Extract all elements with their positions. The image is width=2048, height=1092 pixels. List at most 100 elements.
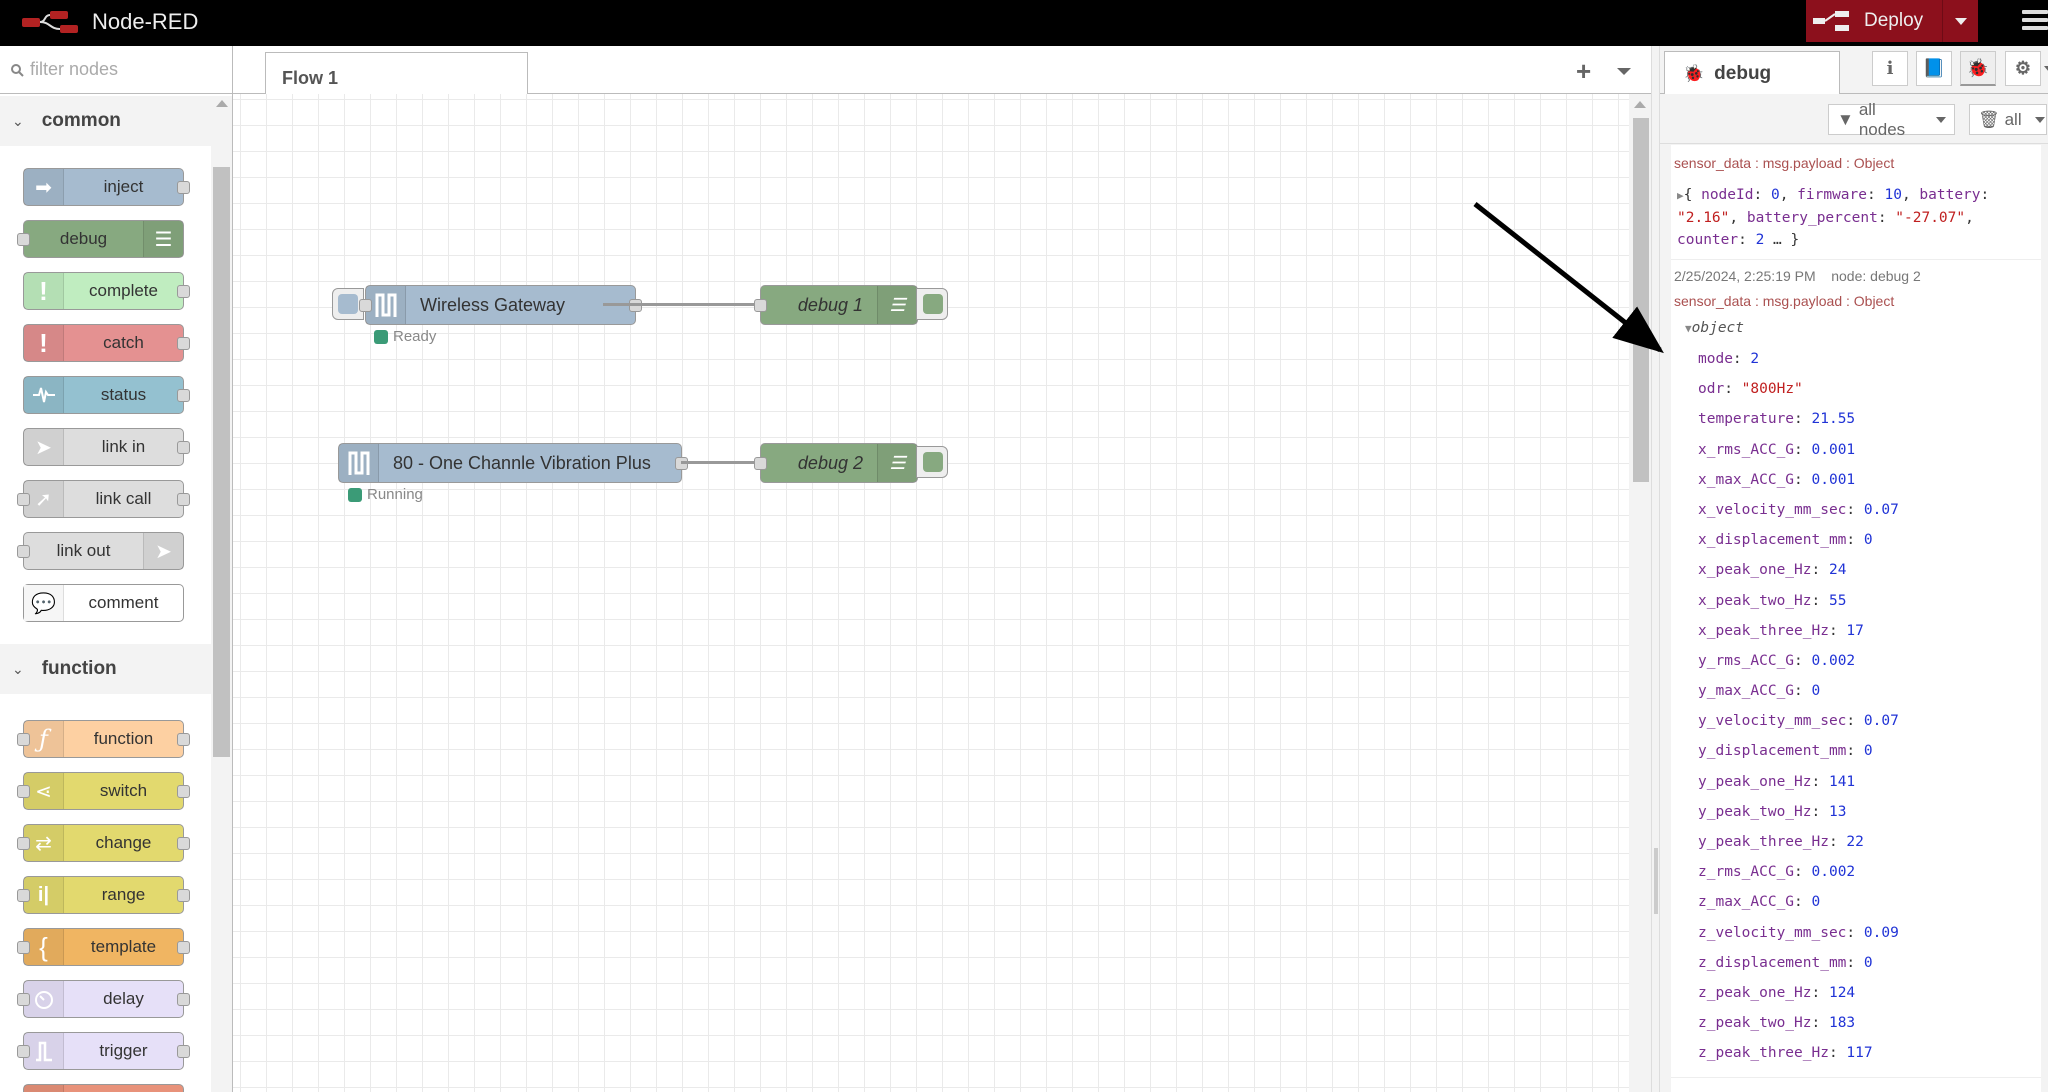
palette-node-link-out[interactable]: link out ➤ [17,532,184,570]
property-value: 0.002 [1811,864,1856,881]
property-value: 183 [1828,1015,1856,1032]
property-row[interactable]: x_peak_two_Hz: 55 [1698,592,1847,609]
add-flow-plus-icon[interactable]: + [1576,56,1592,86]
property-key: y_velocity_mm_sec [1698,713,1847,730]
input-port [17,233,30,246]
palette-node-comment[interactable]: 💬 comment [23,584,184,622]
link-in-icon: ➤ [24,429,64,465]
category-common[interactable]: ⌄ common [0,96,211,146]
canvas-scrollbar[interactable] [1629,94,1651,1092]
property-row[interactable]: x_max_ACC_G: 0.001 [1698,471,1856,488]
wire[interactable] [603,303,757,306]
sidebar-resize-handle[interactable] [1651,46,1660,1092]
debug-message[interactable]: sensor_data : msg.payload : Object ▶{ no… [1671,145,2041,260]
property-row[interactable]: x_peak_one_Hz: 24 [1698,562,1847,579]
resize-grip[interactable] [1654,848,1658,914]
property-row[interactable]: z_max_ACC_G: 0 [1698,894,1821,911]
palette-node-change[interactable]: ⇄ change [17,824,190,862]
property-key: z_peak_three_Hz [1698,1045,1829,1062]
palette-node-trigger[interactable]: trigger [17,1032,190,1070]
property-row[interactable]: y_velocity_mm_sec: 0.07 [1698,713,1899,730]
palette-node-partial[interactable] [23,1084,184,1092]
palette-node-delay[interactable]: delay [17,980,190,1018]
property-key: temperature [1698,411,1795,428]
canvas-scrollbar-thumb[interactable] [1633,118,1649,482]
deploy-menu-caret-icon[interactable] [1942,0,1978,42]
config-gear-icon[interactable]: ⚙ [2005,51,2041,86]
property-value: 13 [1828,803,1847,820]
property-row[interactable]: z_peak_three_Hz: 117 [1698,1045,1873,1062]
object-toggle[interactable]: ▼object [1685,320,1745,336]
flow-node-debug-2[interactable]: debug 2 ☰ [754,443,918,483]
property-row[interactable]: z_velocity_mm_sec: 0.09 [1698,924,1899,941]
wire[interactable] [681,461,757,464]
palette-node-inject[interactable]: ➡ inject [23,168,190,206]
palette-node-switch[interactable]: ⋖ switch [17,772,190,810]
main-menu-hamburger-icon[interactable] [2022,10,2048,34]
flow-node-debug-1[interactable]: debug 1 ☰ [754,285,918,325]
expand-triangle-icon[interactable]: ▶ [1677,189,1684,202]
info-tab-i-icon[interactable]: i [1872,51,1908,86]
property-row[interactable]: x_rms_ACC_G: 0.001 [1698,441,1856,458]
property-row[interactable]: x_peak_three_Hz: 17 [1698,622,1864,639]
property-row[interactable]: z_peak_two_Hz: 183 [1698,1015,1856,1032]
property-row[interactable]: x_displacement_mm: 0 [1698,532,1873,549]
category-function[interactable]: ⌄ function [0,644,211,694]
sidebar-menu-caret-icon[interactable] [2044,66,2048,72]
property-row[interactable]: mode: 2 [1698,351,1760,367]
palette-node-range[interactable]: i| range [17,876,190,914]
palette-node-debug[interactable]: debug ☰ [17,220,184,258]
filter-all-nodes-button[interactable]: ▼ all nodes [1828,100,1955,139]
property-row[interactable]: y_max_ACC_G: 0 [1698,683,1821,700]
flow-node-wireless-gateway[interactable]: Wireless Gateway [359,285,642,325]
debug-bug-icon[interactable]: 🐞 [1960,51,1996,86]
property-row[interactable]: odr: "800Hz" [1698,381,1803,398]
property-value: 2 [1750,351,1760,367]
property-row[interactable]: y_peak_one_Hz: 141 [1698,773,1856,790]
message-node[interactable]: node: debug 2 [1831,268,1921,284]
property-row[interactable]: z_peak_one_Hz: 124 [1698,984,1856,1001]
filter-nodes-input[interactable] [30,59,230,80]
property-row[interactable]: temperature: 21.55 [1698,411,1856,428]
property-row[interactable]: y_peak_three_Hz: 22 [1698,834,1864,850]
palette-search[interactable] [0,46,232,94]
palette-node-link-in[interactable]: ➤ link in [23,428,190,466]
flow-node-vibration-sensor[interactable]: 80 - One Channle Vibration Plus [338,443,688,483]
property-row[interactable]: z_displacement_mm: 0 [1698,954,1873,971]
node-button[interactable] [332,288,364,320]
input-port [17,545,30,558]
palette-node-complete[interactable]: ! complete [23,272,190,310]
property-row[interactable]: x_velocity_mm_sec: 0.07 [1698,501,1899,518]
property-key: x_peak_one_Hz [1698,562,1812,579]
palette-node-link-call[interactable]: ➚ link call [17,480,190,518]
deploy-button[interactable]: Deploy [1806,0,1978,42]
property-row[interactable]: y_peak_two_Hz: 13 [1698,803,1847,820]
flow-canvas[interactable]: Wireless Gateway Ready debug 1 ☰ 80 - On… [233,94,1629,1092]
input-port [17,837,30,850]
input-port [754,299,767,312]
palette-node-status[interactable]: status [23,376,190,414]
palette-scrollbar[interactable] [211,96,232,1092]
input-port [17,733,30,746]
palette-node-template[interactable]: { template [17,928,190,966]
property-row[interactable]: y_rms_ACC_G: 0.002 [1698,652,1856,669]
palette-node-catch[interactable]: ! catch [23,324,190,362]
category-label: function [41,658,117,679]
palette-scrollbar-thumb[interactable] [213,167,230,757]
flow-list-caret-icon[interactable] [1617,68,1631,75]
property-key: x_rms_ACC_G [1698,441,1795,458]
debug-toggle-button[interactable] [916,446,948,478]
debug-toggle-button[interactable] [916,288,948,320]
scroll-up-icon[interactable] [1634,101,1646,108]
help-book-icon[interactable]: 📘 [1916,51,1952,86]
property-row[interactable]: z_rms_ACC_G: 0.002 [1698,864,1856,881]
tab-debug[interactable]: 🐞 debug [1664,51,1840,95]
debug-message[interactable]: 2/25/2024, 2:25:19 PM node: debug 2 sens… [1671,260,2041,1078]
property-row[interactable]: y_displacement_mm: 0 [1698,743,1873,760]
message-summary[interactable]: ▶{ nodeId: 0, firmware: 10, battery: "2.… [1677,187,1990,248]
scroll-up-icon[interactable] [216,100,228,107]
node-label: range [101,885,146,904]
tab-flow-1[interactable]: Flow 1 [265,52,528,95]
clear-all-button[interactable]: 🗑 all [1969,104,2047,135]
palette-node-function[interactable]: ƒ function [17,720,190,758]
